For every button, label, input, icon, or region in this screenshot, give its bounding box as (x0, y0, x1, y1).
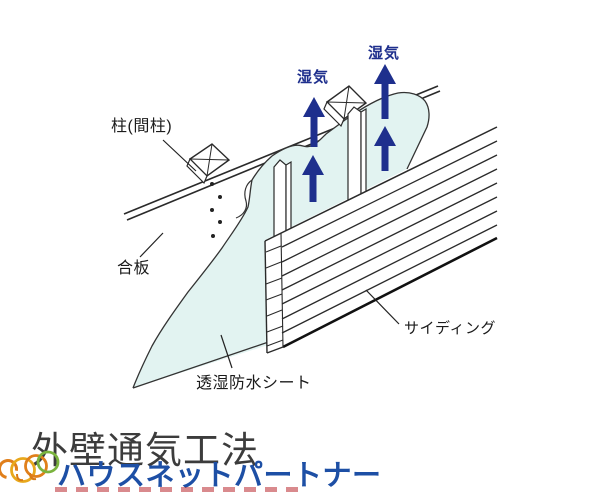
label-moisture-left: 湿気 (297, 69, 330, 86)
label-plywood: 合板 (117, 260, 151, 277)
label-moisture-sheet: 透湿防水シート (196, 375, 312, 392)
stud-post-right (323, 85, 368, 128)
up-arrow-icon (374, 126, 396, 171)
siding-panel (264, 126, 498, 354)
furring-strip-right (347, 106, 367, 207)
moisture-arrows (302, 64, 396, 202)
brand-logo-text: ハウスネットパートナー (57, 460, 382, 492)
clipped-red-text-strip (55, 487, 300, 492)
siding-end-hatch (265, 245, 284, 347)
stud-post-left (186, 143, 231, 185)
nail-dots (210, 182, 222, 238)
leader-lines (139, 139, 400, 369)
up-arrow-icon (303, 97, 325, 147)
interlocking-rings-logo-icon (0, 450, 60, 483)
page-title: 外壁通気工法 (31, 431, 259, 472)
up-arrow-icon (374, 64, 396, 119)
label-siding: サイディング (404, 320, 496, 337)
label-moisture-right: 湿気 (368, 45, 401, 62)
up-arrow-icon (302, 155, 324, 202)
label-pillar: 柱(間柱) (111, 118, 173, 135)
